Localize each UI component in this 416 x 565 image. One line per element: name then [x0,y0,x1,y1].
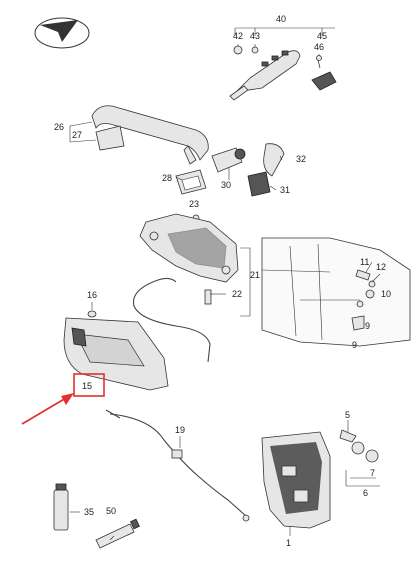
label-19: 19 [175,425,185,435]
label-1: 1 [286,538,291,548]
grease-tube-35-part [53,483,69,531]
label-9b: 9 [352,340,357,350]
label-43: 43 [250,31,260,41]
label-40: 40 [276,14,286,24]
label-42: 42 [233,31,243,41]
label-30: 30 [221,180,231,190]
lock-cylinder-part [211,147,246,173]
label-27: 27 [72,130,82,140]
screw-5-part [339,429,357,443]
label-11: 11 [360,257,369,267]
label-31: 31 [280,185,290,195]
remote-key-part [229,50,301,101]
brand-logo-icon [34,17,90,49]
label-45: 45 [317,31,327,41]
door-inner-panel-part [261,237,411,347]
label-50: 50 [106,506,116,516]
bracket-21 [240,247,251,317]
label-9a: 9 [365,321,370,331]
label-28: 28 [162,173,172,183]
label-12: 12 [376,262,386,272]
washer-7-part [351,441,379,463]
label-22: 22 [232,289,242,299]
label-5: 5 [345,410,350,420]
label-23: 23 [189,199,199,209]
label-6: 6 [363,488,368,498]
label-46: 46 [314,42,324,52]
highlight-arrow [21,393,74,425]
label-26: 26 [54,122,64,132]
key-screw-part [251,46,259,54]
washer-12-part [368,280,376,288]
handle-carrier-part [139,213,239,283]
handle-seal-part [175,169,207,195]
label-10: 10 [381,289,391,299]
bracket-6 [345,470,380,487]
label-32: 32 [296,154,306,164]
key-battery-part [233,45,243,55]
cap-16-part [87,310,97,318]
cap-cover-part [247,171,271,197]
bracket-40 [234,27,335,36]
label-15: 15 [82,381,92,391]
bolt-9-part [351,300,365,331]
screw-11-part [355,269,371,281]
handle-gasket-part [95,125,125,151]
bowden-cable-19-part [105,409,250,522]
lubricant-tube-50-part [95,518,140,549]
label-35: 35 [84,507,94,517]
clip-10-part [365,289,375,299]
door-lock-part [261,431,331,529]
bracket-26 [69,121,97,143]
label-16: 16 [87,290,97,300]
handle-cap-part [263,143,285,177]
key-blade-part [311,55,337,91]
highlight-box-15 [73,373,105,397]
interior-handle-part [63,317,169,391]
bowden-cable-22-part [132,277,212,363]
label-21: 21 [250,270,260,280]
exterior-handle-part [91,105,209,165]
label-7: 7 [370,468,375,478]
